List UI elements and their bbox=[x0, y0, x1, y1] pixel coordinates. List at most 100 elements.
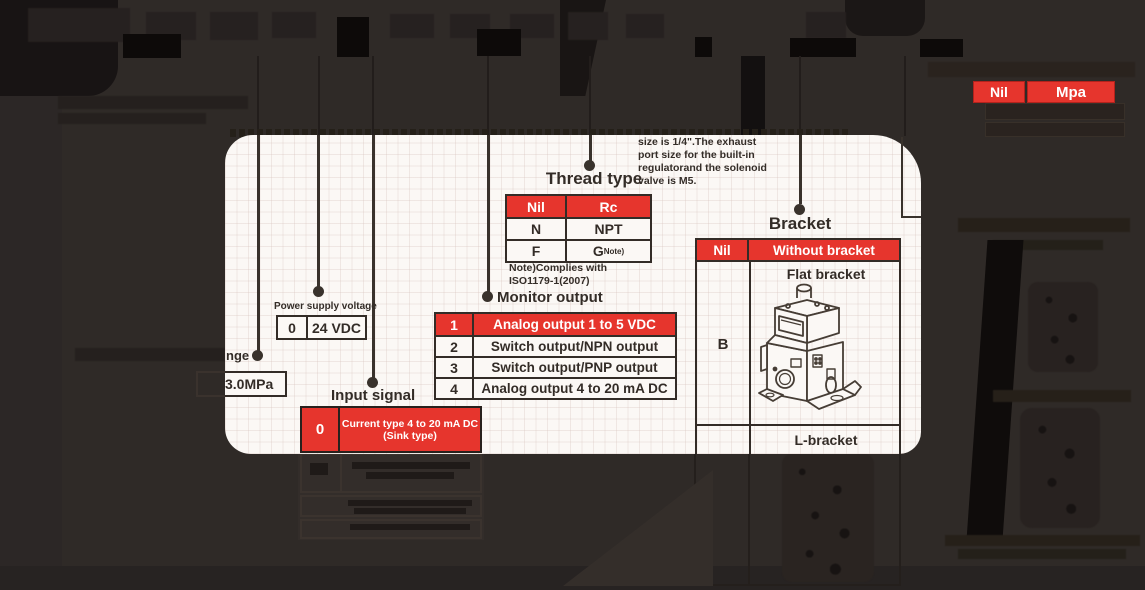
table-cell: 24 VDC bbox=[311, 319, 362, 336]
ghost-shape bbox=[477, 29, 521, 56]
ghost-shape bbox=[352, 462, 470, 469]
ghost-shape bbox=[790, 38, 856, 57]
ghost-shape bbox=[993, 390, 1131, 402]
pressure-range-value-box: 3.0MPa bbox=[225, 371, 287, 397]
ghost-shape bbox=[28, 8, 130, 42]
l-bracket-label: L-bracket bbox=[794, 432, 858, 448]
ghost-shape bbox=[310, 463, 328, 475]
leader-dot bbox=[482, 291, 493, 302]
ghost-shape bbox=[272, 12, 316, 38]
ghost-leader-line bbox=[318, 56, 320, 136]
ghost-leader-line bbox=[372, 56, 374, 136]
monitor-output-table: 1 Analog output 1 to 5 VDC 2 Switch outp… bbox=[434, 312, 677, 400]
ghost-shape bbox=[695, 37, 712, 57]
ghost-shape bbox=[1020, 408, 1100, 528]
table-cell: N bbox=[507, 219, 567, 239]
leader-dot bbox=[252, 350, 263, 361]
ghost-shape bbox=[300, 519, 482, 539]
table-cell: Switch output/PNP output bbox=[491, 360, 658, 375]
ghost-shape bbox=[340, 453, 342, 493]
input-signal-title: Input signal bbox=[331, 387, 416, 404]
pressure-range-value: 3.0MPa bbox=[225, 376, 274, 392]
ghost-shape bbox=[958, 549, 1126, 559]
ghost-leader-line bbox=[799, 56, 801, 136]
ghost-shape bbox=[985, 122, 1125, 137]
table-row: 0 24 VDC bbox=[278, 317, 365, 338]
bracket-row-divider bbox=[697, 424, 901, 426]
leader-line bbox=[257, 135, 260, 351]
ghost-shape bbox=[748, 454, 750, 584]
table-cell: Nil bbox=[697, 240, 749, 260]
highlighted-how-to-order-panel bbox=[225, 135, 921, 454]
bracket-title: Bracket bbox=[768, 214, 832, 233]
thread-type-note: Note)Complies with ISO1179-1(2007) bbox=[509, 262, 607, 288]
input-signal-line: Current type 4 to 20 mA DC bbox=[341, 417, 479, 430]
table-row: 3 Switch output/PNP output bbox=[436, 356, 675, 377]
ghost-shape bbox=[210, 12, 258, 40]
cut-table-edge bbox=[901, 216, 921, 218]
leader-dot bbox=[584, 160, 595, 171]
ghost-shape bbox=[123, 34, 181, 58]
ghost-shape bbox=[626, 14, 664, 38]
thread-type-title: Thread type bbox=[545, 169, 643, 188]
flat-bracket-label: Flat bracket bbox=[786, 266, 866, 282]
table-row: 0 Current type 4 to 20 mA DC (Sink type) bbox=[302, 408, 480, 451]
exhaust-note-line: size is 1/4".The exhaust bbox=[638, 136, 757, 148]
ghost-leader-line bbox=[589, 56, 591, 136]
table-cell: 2 bbox=[436, 337, 474, 356]
ghost-shape bbox=[390, 14, 434, 38]
ghost-leader-line bbox=[487, 56, 489, 136]
table-cell: Switch output/NPN output bbox=[490, 339, 659, 354]
leader-line bbox=[589, 135, 592, 161]
ghost-leader-line bbox=[904, 56, 906, 136]
table-row: 1 Analog output 1 to 5 VDC bbox=[436, 314, 675, 335]
ghost-shape bbox=[928, 62, 1135, 77]
table-cell: NPT bbox=[594, 221, 623, 237]
exhaust-note: size is 1/4".The exhaust port size for t… bbox=[638, 136, 767, 188]
unit-option-mpa-button[interactable]: Mpa bbox=[1027, 81, 1115, 103]
table-cell: Current type 4 to 20 mA DC (Sink type) bbox=[340, 408, 480, 451]
table-cell: Without bracket bbox=[749, 240, 899, 260]
table-cell: Nil bbox=[507, 196, 567, 217]
ghost-shape bbox=[58, 113, 206, 124]
table-cell: Analog output 1 to 5 VDC bbox=[493, 317, 656, 332]
ghost-shape bbox=[75, 348, 225, 361]
table-cell: 0 bbox=[302, 408, 340, 451]
ghost-shape bbox=[0, 566, 1145, 590]
power-supply-label: Power supply voltage bbox=[274, 301, 377, 312]
ghost-shape bbox=[230, 129, 848, 137]
ghost-shape bbox=[300, 453, 482, 493]
bracket-code-cell: B bbox=[697, 262, 749, 426]
ghost-shape bbox=[899, 454, 901, 584]
table-cell: 0 bbox=[278, 317, 308, 338]
leader-line bbox=[487, 135, 490, 292]
ghost-shape bbox=[354, 508, 466, 514]
ghost-shape bbox=[993, 240, 1103, 250]
leader-dot bbox=[313, 286, 324, 297]
thread-g-superscript: Note) bbox=[603, 246, 625, 256]
leader-line bbox=[799, 135, 802, 204]
unit-option-nil-button[interactable]: Nil bbox=[973, 81, 1025, 103]
power-supply-table: 0 24 VDC bbox=[276, 315, 367, 340]
ghost-shape bbox=[1028, 282, 1098, 372]
ghost-shape bbox=[920, 39, 963, 57]
ghost-shape bbox=[958, 218, 1130, 232]
leader-line bbox=[372, 135, 375, 378]
table-cell: 3 bbox=[436, 358, 474, 377]
ghost-shape bbox=[0, 0, 62, 590]
ghost-shape bbox=[741, 56, 765, 136]
bracket-table: Nil Without bracket B Flat bracket L-bra… bbox=[695, 238, 901, 454]
ghost-leader-line bbox=[257, 56, 259, 136]
table-cell: F bbox=[507, 241, 567, 261]
exhaust-note-line: valve is M5. bbox=[638, 175, 697, 187]
ghost-shape bbox=[350, 524, 470, 530]
ghost-shape bbox=[348, 500, 472, 506]
ghost-shape bbox=[845, 0, 925, 36]
leader-dot bbox=[367, 377, 378, 388]
ghost-shape bbox=[806, 12, 846, 38]
exhaust-note-line: regulatorand the solenoid bbox=[638, 162, 767, 174]
